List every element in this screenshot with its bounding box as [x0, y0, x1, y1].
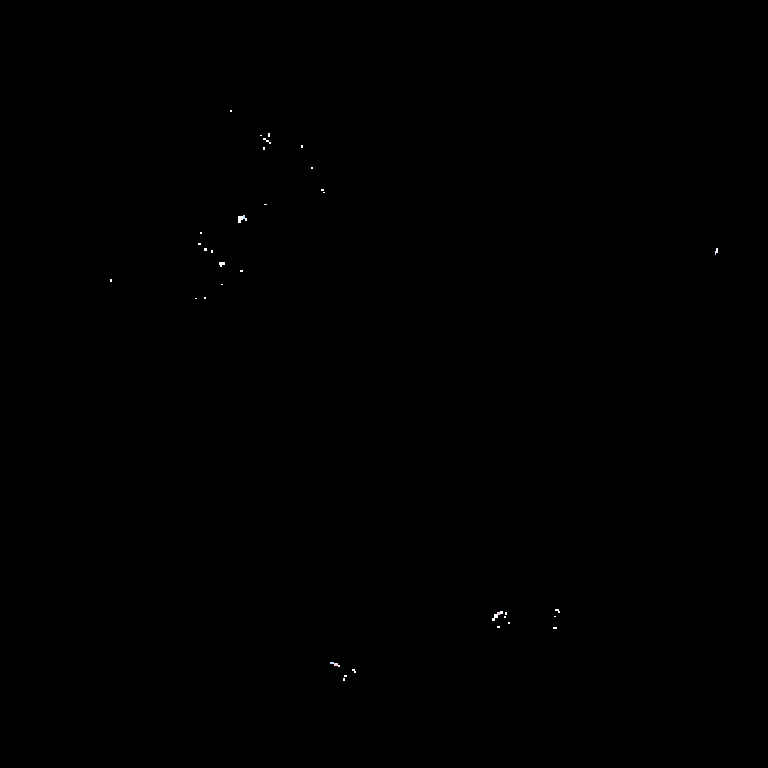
speckle-point — [240, 270, 243, 272]
speckle-point — [497, 626, 500, 628]
speckle-point — [334, 663, 338, 666]
speckle-point — [221, 284, 223, 285]
speckle-point — [266, 140, 269, 142]
speckle-point — [321, 189, 324, 191]
speckle-point — [354, 671, 356, 673]
speckle-point — [504, 616, 506, 618]
speckle-point — [219, 262, 225, 265]
speckle-point — [211, 250, 213, 253]
speckle-point — [220, 265, 222, 267]
speckle-point — [269, 142, 271, 144]
speckle-point — [492, 618, 495, 621]
speckle-point — [505, 612, 507, 615]
speckle-point — [500, 611, 503, 614]
speckle-point — [264, 204, 267, 205]
speckle-point — [243, 215, 245, 219]
speckle-point — [238, 216, 243, 220]
speckle-point — [260, 135, 262, 136]
speckle-point — [352, 669, 355, 671]
speckle-point — [494, 614, 498, 618]
speckle-point — [263, 147, 265, 150]
speckle-point — [343, 678, 345, 681]
speckle-point — [238, 220, 241, 223]
speckle-point — [554, 616, 556, 617]
speckle-point — [558, 611, 560, 613]
speckle-point — [311, 167, 313, 169]
speckle-point — [245, 218, 247, 221]
speckle-point — [555, 609, 559, 611]
speckle-point — [230, 110, 232, 112]
speckle-point — [323, 192, 325, 193]
speckle-point — [263, 138, 266, 140]
speckle-point — [715, 251, 716, 255]
speckle-point — [330, 662, 334, 664]
speckle-point — [497, 612, 500, 615]
speckle-point — [204, 297, 206, 299]
speckle-point — [200, 232, 202, 234]
speckle-point — [110, 279, 112, 282]
speckle-point — [716, 248, 718, 253]
speckle-point — [508, 622, 510, 624]
speckle-point — [338, 665, 340, 667]
speckle-point — [198, 243, 201, 245]
speckle-point — [344, 675, 347, 677]
speckle-point — [553, 627, 557, 629]
speckle-point — [195, 298, 197, 299]
speckle-point — [301, 145, 303, 148]
speckle-point — [268, 133, 270, 137]
speckle-point — [204, 248, 207, 251]
